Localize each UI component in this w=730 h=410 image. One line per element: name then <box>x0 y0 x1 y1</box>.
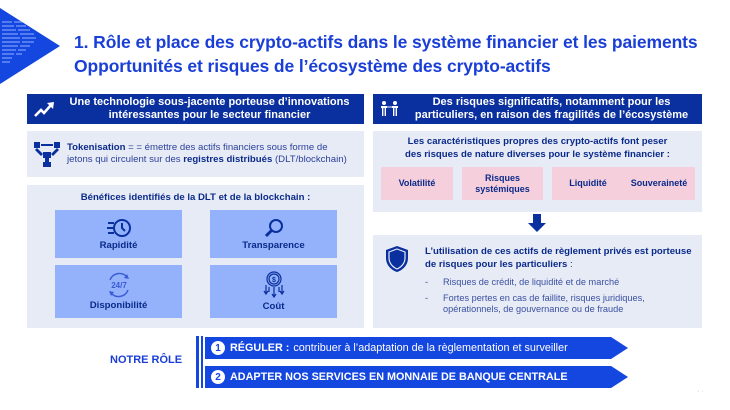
right-header-line-1: Des risques significatifs, notamment pou… <box>432 96 671 108</box>
title-line-1: 1. Rôle et place des crypto-actifs dans … <box>74 32 698 52</box>
page-marker: · · <box>697 388 704 395</box>
list-item: - Risques de crédit, de liquidité et de m… <box>425 277 695 289</box>
list-item: - Fortes pertes en cas de faillite, risqu… <box>425 293 695 316</box>
risk-box-liquidite: Liquidité <box>552 167 624 200</box>
role-label: NOTRE RÔLE <box>110 354 183 366</box>
risk-label: Liquidité <box>569 178 607 188</box>
bullet-dash: - <box>425 292 429 303</box>
risk-label: Risques <box>484 172 520 183</box>
bullet-dash: - <box>425 277 429 287</box>
tokenisation-definition: = = émettre des actifs financiers sous f… <box>125 141 328 153</box>
role-description: contribuer à l’adaptation de la règlemen… <box>293 342 568 354</box>
risk-box-volatilite: Volatilité <box>381 167 453 200</box>
benefit-label: Rapidité <box>99 239 138 251</box>
svg-text:$: $ <box>272 277 276 284</box>
risk-label-line-2: systémiques <box>475 183 530 194</box>
role-action: RÉGULER : <box>230 342 290 354</box>
benefit-tile-transparence: Transparence <box>210 210 337 258</box>
bullet-text: Fortes pertes en cas de faillite, risque… <box>443 292 645 315</box>
page-title: 1. Rôle et place des crypto-actifs dans … <box>74 30 698 78</box>
trend-up-arrow-icon <box>27 100 61 118</box>
number-badge: 1 <box>211 341 225 355</box>
number-badge: 2 <box>211 370 225 384</box>
usage-risks-panel: L’utilisation de ces actifs de règlement… <box>373 235 702 328</box>
role-bracket <box>196 336 199 388</box>
coin-cost-icon: $ <box>263 271 284 299</box>
usage-lead: L’utilisation de ces actifs de règlement… <box>425 246 695 271</box>
benefits-title: Bénéfices identifiés de la DLT et de la … <box>80 192 311 203</box>
benefit-label: Transparence <box>242 239 305 251</box>
people-icon <box>373 100 407 118</box>
benefit-label: Coût <box>262 301 285 312</box>
fast-clock-icon <box>106 218 131 237</box>
bullet-text: Risques de crédit, de liquidité et de ma… <box>443 277 620 287</box>
right-header-line-2: particuliers, en raison des fragilités d… <box>414 109 689 121</box>
shield-icon <box>386 246 408 272</box>
role-action: ADAPTER NOS SERVICES EN MONNAIE DE BANQU… <box>230 371 568 383</box>
usage-lead-rest: : <box>567 258 573 270</box>
role-arrow-adapter: 2 ADAPTER NOS SERVICES EN MONNAIE DE BAN… <box>205 366 628 388</box>
tokenisation-panel: Tokenisation = = émettre des actifs fina… <box>27 131 364 177</box>
risks-intro: Les caractéristiques propres des crypto-… <box>373 136 702 161</box>
risks-intro-line-2: des risques de nature diverses pour le s… <box>405 148 670 160</box>
left-header-line-2: intéressantes pour le secteur financier <box>108 109 311 121</box>
svg-text:24/7: 24/7 <box>111 281 127 290</box>
right-section-header: Des risques significatifs, notamment pou… <box>373 94 702 124</box>
left-section-header: Une technologie sous-jacente porteuse d’… <box>27 94 364 124</box>
risks-intro-line-1: Les caractéristiques propres des crypto-… <box>407 136 668 147</box>
title-line-2: Opportunités et risques de l’écosystème … <box>74 56 551 76</box>
tokenisation-text: jetons qui circulent sur des <box>67 154 184 165</box>
benefit-label: Disponibilité <box>89 300 148 311</box>
role-bracket-inner <box>201 336 203 388</box>
tokenisation-text-end: (DLT/blockchain) <box>272 154 347 165</box>
24-7-icon: 24/7 <box>108 272 129 298</box>
usage-lead-bold: L’utilisation de ces actifs de règlement… <box>425 246 692 270</box>
risk-box-souverainete: Souveraineté <box>623 167 695 200</box>
risk-label: Souveraineté <box>630 178 688 188</box>
usage-bullets: - Risques de crédit, de liquidité et de m… <box>425 277 695 320</box>
role-arrow-reguler: 1 RÉGULER : contribuer à l’adaptation de… <box>205 337 628 359</box>
tokenisation-term: Tokenisation <box>67 141 126 153</box>
magnifier-icon <box>264 218 283 237</box>
benefit-tile-cout: $ Coût <box>210 265 337 318</box>
distributed-registers-term: registres distribués <box>183 154 273 165</box>
benefit-tile-rapidite: Rapidité <box>55 210 182 258</box>
logo-icon <box>0 8 60 84</box>
down-arrow-icon <box>528 214 546 232</box>
network-nodes-icon <box>27 140 67 168</box>
risk-label: Volatilité <box>398 178 436 188</box>
benefit-tile-disponibilite: 24/7 Disponibilité <box>55 265 182 318</box>
left-header-line-1: Une technologie sous-jacente porteuse d’… <box>69 96 350 108</box>
